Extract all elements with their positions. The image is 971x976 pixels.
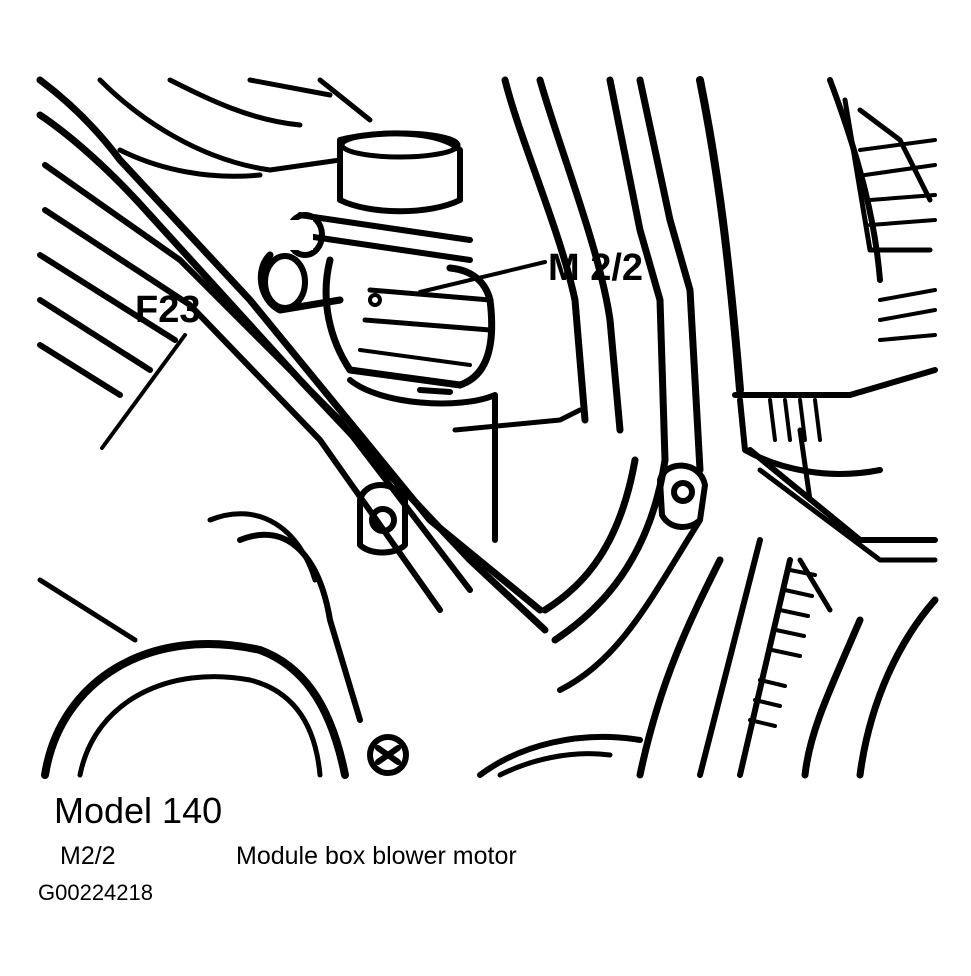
center-frame [501, 76, 704, 644]
hatched-texture [748, 138, 937, 728]
left-housing-contour [36, 76, 549, 634]
component-mark [283, 220, 313, 250]
model-title: Model 140 [54, 790, 223, 831]
callout-m2-2: M 2/2 [548, 247, 643, 289]
engine-bay-illustration: F23 M 2/2 [36, 76, 939, 779]
leader-lines [100, 260, 547, 450]
callout-f23: F23 [135, 289, 200, 331]
figure-id: G00224218 [38, 880, 153, 905]
f23-leader-line [100, 333, 187, 450]
top-edge-contours [97, 77, 373, 179]
legend-description: Module box blower motor [236, 842, 517, 870]
lower-round-housing [37, 511, 363, 779]
m2-2-leader-line [418, 260, 547, 294]
legend-code: M2/2 [60, 842, 116, 870]
blower-motor [257, 130, 583, 543]
mounting-bolts [357, 462, 708, 776]
right-side-panel [477, 76, 939, 779]
